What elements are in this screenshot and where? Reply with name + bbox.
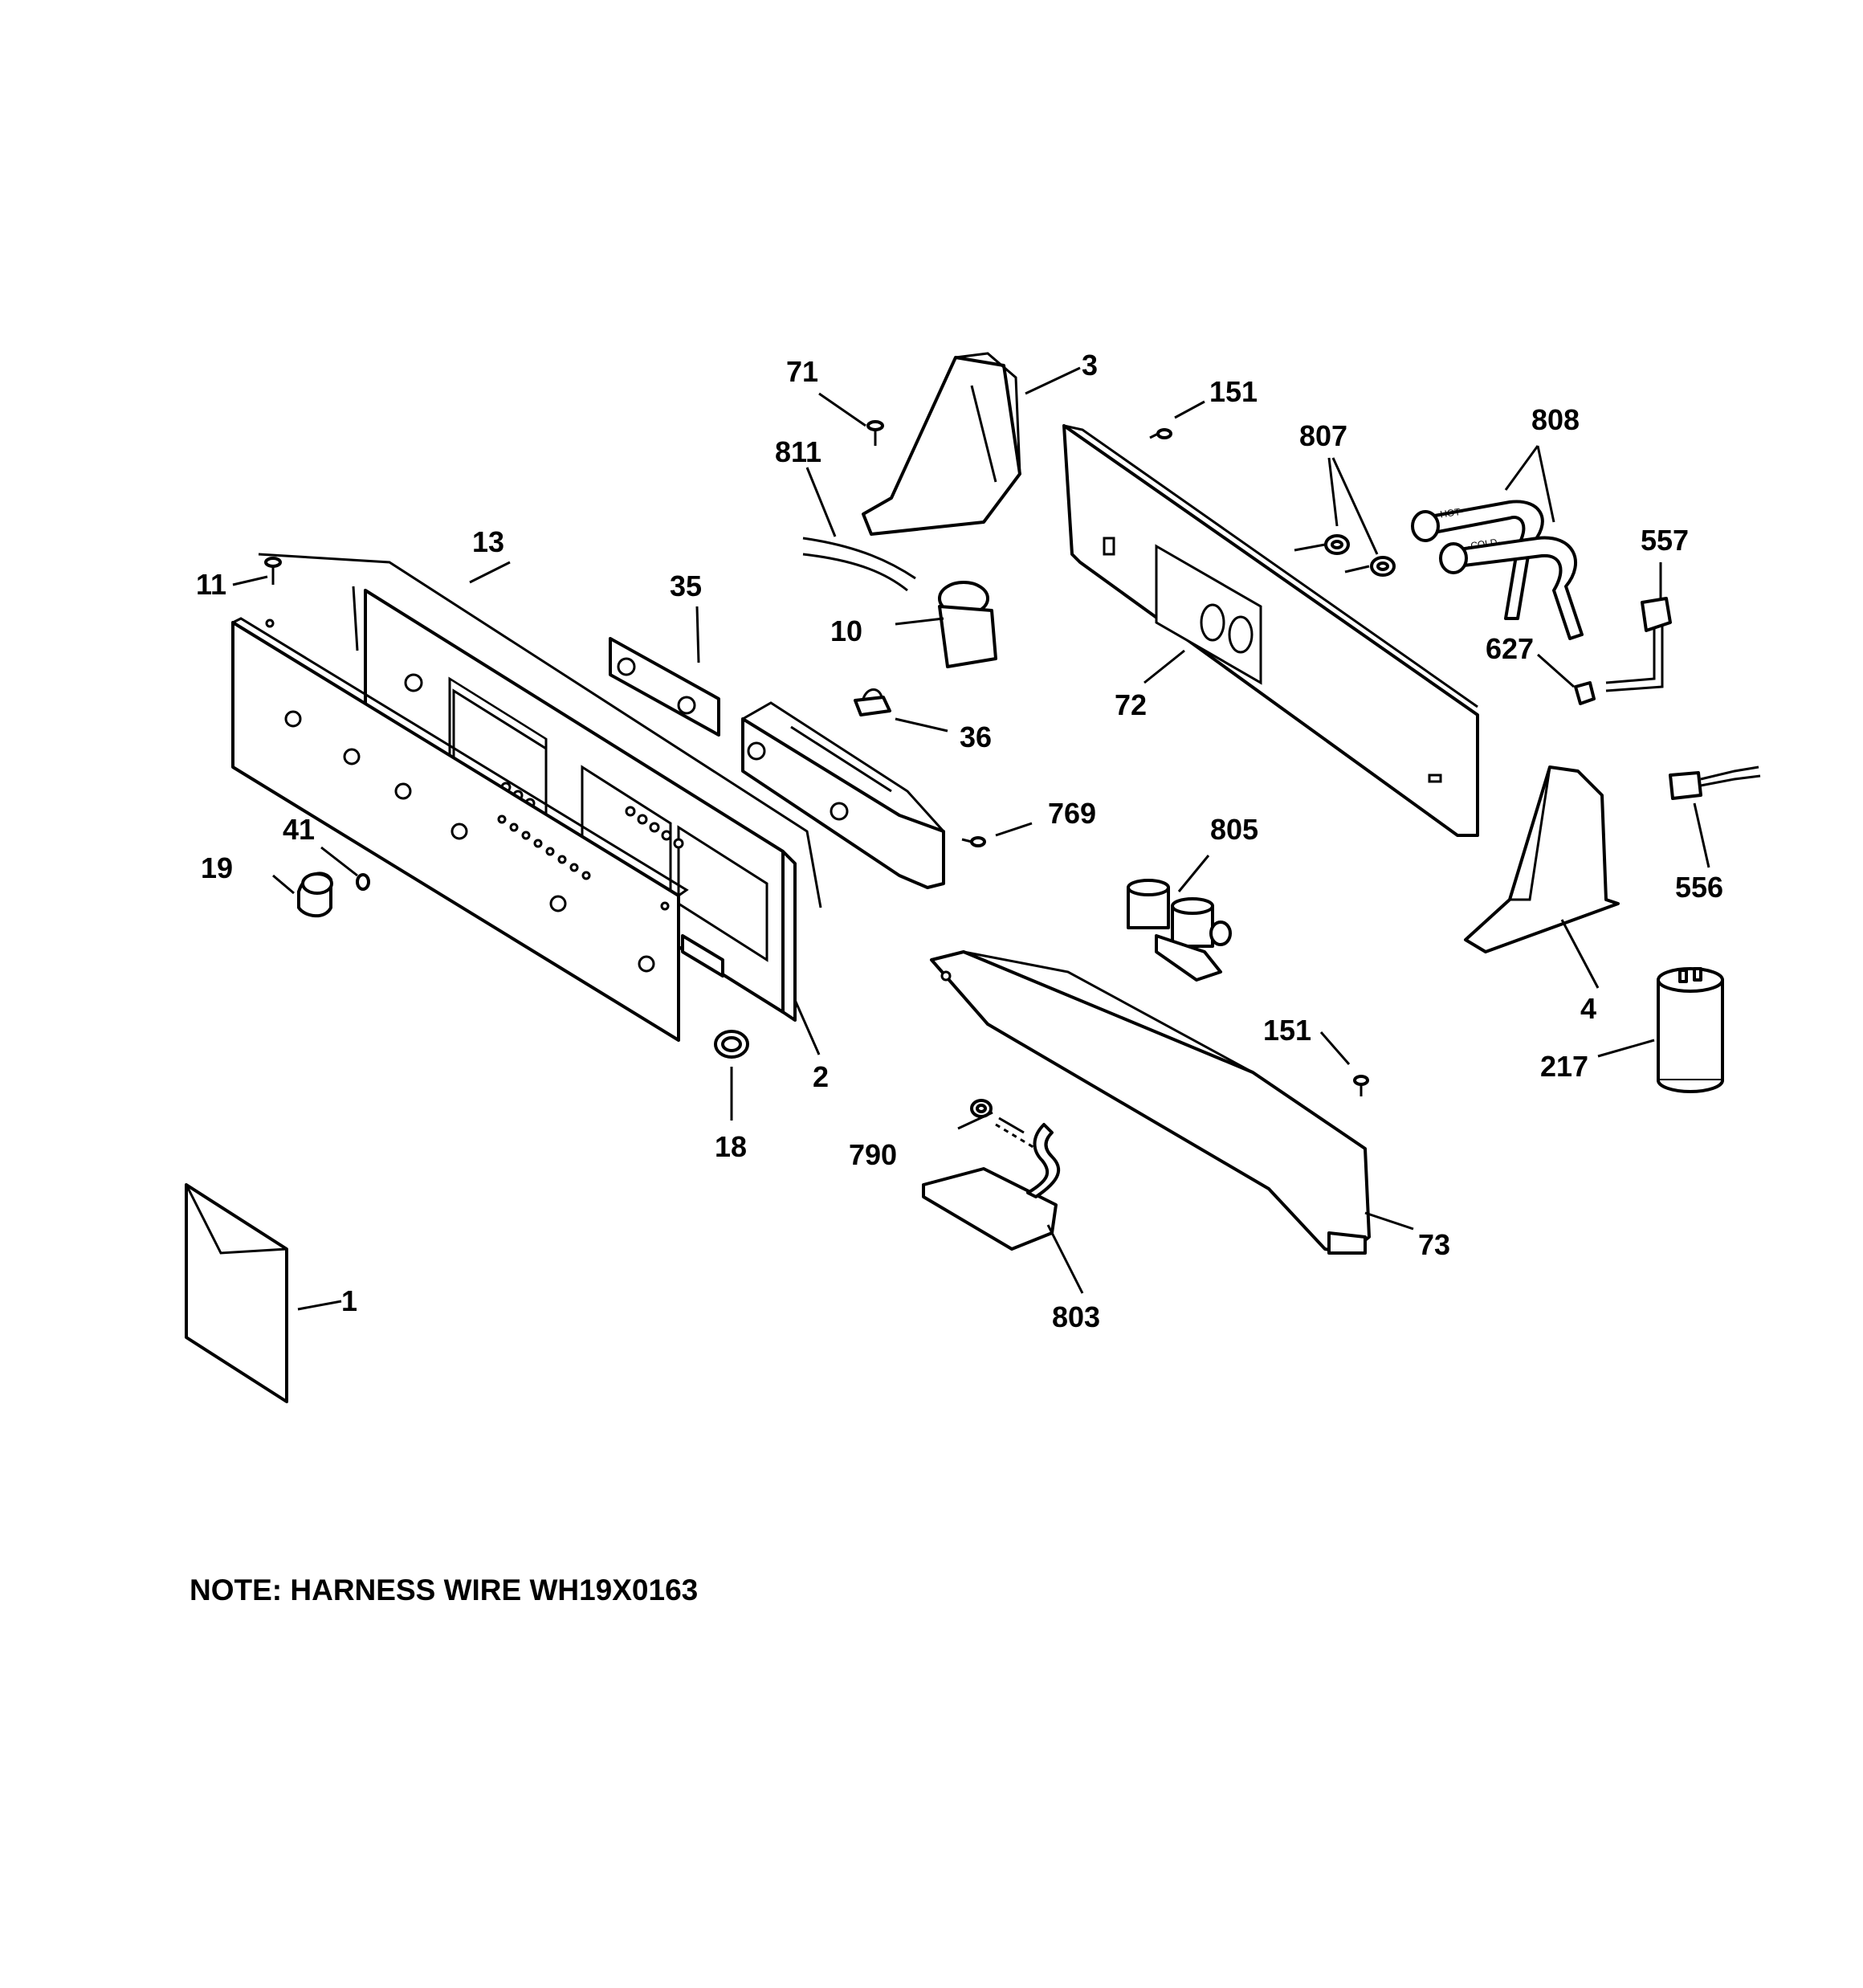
label-part-811: 811: [775, 435, 821, 468]
part-11-screw: [264, 557, 282, 585]
label-part-1: 1: [341, 1284, 357, 1317]
part-72-back-panel: [1062, 424, 1479, 837]
harness-wire-note: NOTE: HARNESS WIRE WH19X0163: [190, 1574, 698, 1606]
label-part-803: 803: [1052, 1300, 1100, 1333]
part-627-clip: [1574, 681, 1596, 705]
label-part-805: 805: [1210, 813, 1258, 846]
label-part-4: 4: [1580, 992, 1596, 1025]
label-part-556: 556: [1675, 871, 1723, 904]
part-number-labels: 1 2 3 4 10 11 13 18 19 35 36 41 71 72 73…: [196, 349, 1723, 1333]
label-part-71: 71: [786, 355, 818, 388]
part-808-hoses: -HOT- -COLD-: [1411, 500, 1584, 640]
label-part-151-lower: 151: [1263, 1014, 1311, 1047]
part-151-screw-lower: [1353, 1075, 1369, 1096]
part-35-rail: [609, 637, 720, 737]
label-part-3: 3: [1082, 349, 1098, 382]
part-19-knob: [297, 872, 333, 918]
part-557-connector: [1605, 597, 1672, 692]
part-18-button: [714, 1030, 749, 1059]
label-part-557: 557: [1641, 524, 1689, 557]
part-811-tube: [802, 537, 916, 592]
label-part-73: 73: [1418, 1228, 1450, 1261]
part-807-washers: [1324, 534, 1396, 577]
part-3-bracket: [862, 352, 1021, 536]
part-556-wire-connector: [1669, 765, 1761, 800]
part-36-connector: [854, 688, 891, 716]
label-part-18: 18: [715, 1130, 747, 1163]
part-13-panel-outline: [258, 553, 822, 908]
label-part-2: 2: [813, 1060, 829, 1093]
leader-lines: [232, 366, 1710, 1311]
hose-cold-label: -COLD-: [1466, 536, 1501, 552]
label-part-10: 10: [830, 614, 862, 647]
part-71-screw: [866, 420, 884, 446]
label-part-35: 35: [670, 569, 702, 602]
label-part-19: 19: [201, 851, 233, 884]
part-769-screw: [961, 836, 986, 847]
part-73-bottom-rail: [930, 950, 1371, 1255]
label-part-36: 36: [960, 720, 992, 753]
label-part-808: 808: [1531, 403, 1580, 436]
label-part-627: 627: [1486, 632, 1534, 665]
label-part-807: 807: [1299, 419, 1347, 452]
control-module: [741, 701, 945, 889]
label-part-769: 769: [1048, 797, 1096, 830]
label-part-13: 13: [472, 525, 504, 558]
label-part-11: 11: [196, 568, 226, 601]
part-4-end-cap: [1464, 765, 1620, 953]
part-10-pressure-switch: [938, 581, 997, 668]
label-part-72: 72: [1115, 688, 1147, 721]
label-part-41: 41: [283, 813, 315, 846]
part-1-envelope: [185, 1183, 288, 1403]
label-part-151-top: 151: [1209, 375, 1258, 408]
hose-hot-label: -HOT-: [1436, 506, 1463, 520]
part-805-water-valve: [1127, 879, 1232, 982]
part-41-set-screw: [356, 873, 370, 891]
part-151-screw-top: [1149, 428, 1172, 439]
label-part-790: 790: [849, 1138, 897, 1171]
control-panel-fascia: [231, 617, 689, 1042]
label-part-217: 217: [1540, 1050, 1588, 1083]
part-803-hose-bracket: [922, 1123, 1061, 1251]
part-217-capacitor: [1657, 967, 1724, 1093]
